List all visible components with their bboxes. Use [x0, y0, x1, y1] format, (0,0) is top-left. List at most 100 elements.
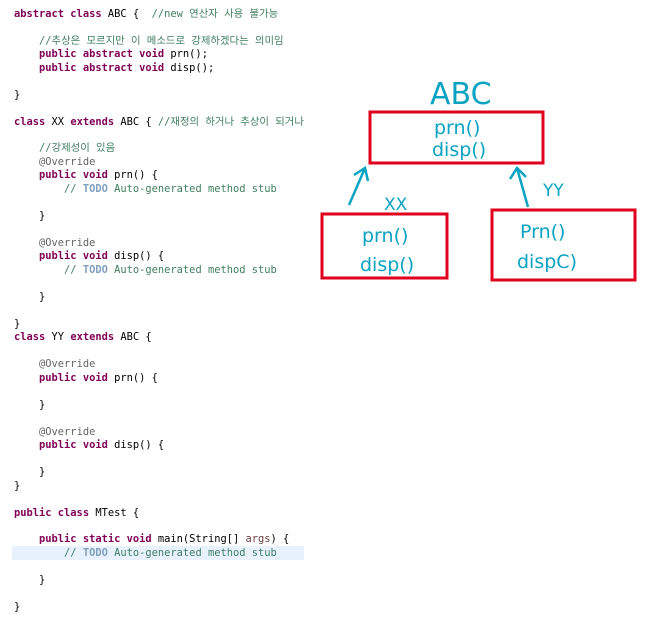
code-token: ABC {	[101, 8, 152, 20]
code-token: main(String[]	[151, 533, 246, 545]
code-line[interactable]: @Override	[14, 236, 95, 250]
code-token: }	[14, 318, 21, 330]
code-token: }	[14, 399, 46, 411]
arrow-xx-to-abc	[347, 167, 367, 206]
child-xx-label: XX	[384, 195, 408, 215]
xx-method-prn: prn()	[362, 225, 408, 247]
code-token: prn() {	[107, 372, 158, 384]
code-token: ) {	[270, 533, 290, 545]
code-token: }	[14, 480, 21, 492]
code-line[interactable]: public void prn() {	[14, 168, 158, 182]
child-yy-label: YY	[542, 181, 564, 201]
code-token: disp();	[164, 62, 215, 74]
code-token: public abstract void	[39, 48, 165, 60]
code-line[interactable]: class XX extends ABC { //재정의 하거나 추상이 되거나	[14, 115, 304, 129]
child-yy-box	[490, 208, 637, 282]
code-token: //추상은 모르지만 이 메소드로 강제하겠다는 의미임	[39, 35, 284, 47]
code-line[interactable]: }	[14, 209, 45, 223]
code-line[interactable]: public void disp() {	[14, 249, 164, 263]
code-line[interactable]: public abstract void prn();	[14, 47, 208, 61]
code-token: public void	[39, 372, 108, 384]
code-line[interactable]: // TODO Auto-generated method stub	[14, 182, 277, 196]
code-token: args	[245, 533, 271, 545]
code-token: YY	[45, 331, 71, 343]
code-token: }	[14, 291, 46, 303]
code-token: extends	[70, 116, 115, 128]
code-token: @Override	[39, 358, 96, 370]
code-token: ABC {	[114, 331, 152, 343]
parent-class-box	[368, 110, 545, 165]
current-line-highlight	[12, 546, 304, 560]
code-token: }	[14, 89, 21, 101]
parent-method-prn: prn()	[434, 117, 480, 139]
code-token: //new 연산자 사용 불가능	[151, 8, 279, 20]
code-token: Auto-generated method stub	[107, 547, 277, 559]
code-line[interactable]: //추상은 모르지만 이 메소드로 강제하겠다는 의미임	[14, 34, 284, 48]
parent-method-disp: disp()	[432, 139, 486, 161]
code-token: ABC {	[114, 116, 158, 128]
code-token: disp() {	[107, 250, 165, 262]
code-token: }	[14, 601, 21, 613]
code-token: XX	[45, 116, 71, 128]
code-token: //재정의 하거나 추상이 되거나	[157, 116, 304, 128]
code-token: }	[14, 466, 46, 478]
code-line[interactable]: public static void main(String[] args) {	[14, 532, 289, 546]
code-line[interactable]: }	[14, 398, 45, 412]
code-token: disp() {	[107, 439, 165, 451]
code-line[interactable]: public void disp() {	[14, 438, 164, 452]
code-token: }	[14, 574, 46, 586]
code-token: abstract class	[14, 8, 102, 20]
arrow-yy-to-abc	[515, 167, 530, 208]
code-token: class	[14, 116, 46, 128]
code-token: @Override	[39, 426, 96, 438]
code-token: prn();	[164, 48, 208, 60]
xx-method-disp: disp()	[360, 254, 414, 276]
code-line[interactable]: }	[14, 317, 20, 331]
code-token: public abstract void	[39, 62, 165, 74]
code-token: class	[14, 331, 46, 343]
code-token: TODO	[82, 547, 108, 559]
code-line[interactable]: class YY extends ABC {	[14, 330, 152, 344]
code-line[interactable]: abstract class ABC { //new 연산자 사용 불가능	[14, 7, 278, 21]
code-line[interactable]: }	[14, 479, 20, 493]
code-line[interactable]: //강제성이 있음	[14, 141, 115, 155]
code-token: public void	[39, 169, 108, 181]
code-line[interactable]: }	[14, 573, 45, 587]
child-xx-box	[320, 212, 449, 280]
code-line[interactable]: }	[14, 290, 45, 304]
code-token: Auto-generated method stub	[107, 183, 277, 195]
arrowhead-xx	[353, 165, 370, 182]
code-line[interactable]: @Override	[14, 357, 95, 371]
arrowhead-yy	[508, 166, 527, 180]
code-token: public class	[14, 507, 90, 519]
code-token: extends	[70, 331, 115, 343]
code-line[interactable]: // TODO Auto-generated method stub	[14, 546, 277, 560]
code-line[interactable]: // TODO Auto-generated method stub	[14, 263, 277, 277]
code-token: }	[14, 210, 46, 222]
code-line[interactable]: }	[14, 465, 45, 479]
code-line[interactable]: public class MTest {	[14, 506, 139, 520]
code-token: //	[64, 547, 83, 559]
code-token: MTest {	[89, 507, 140, 519]
code-line[interactable]: @Override	[14, 425, 95, 439]
code-token: //	[64, 264, 83, 276]
code-token: public static void	[39, 533, 152, 545]
code-line[interactable]: }	[14, 88, 20, 102]
code-token: TODO	[82, 183, 108, 195]
code-line[interactable]: @Override	[14, 155, 95, 169]
code-token: //	[64, 183, 83, 195]
yy-method-prn: Prn()	[520, 221, 565, 243]
code-token: prn() {	[107, 169, 158, 181]
code-token: @Override	[39, 156, 96, 168]
code-line[interactable]: }	[14, 600, 20, 614]
code-line[interactable]: public abstract void disp();	[14, 61, 214, 75]
parent-class-label: ABC	[430, 77, 492, 112]
code-line[interactable]: public void prn() {	[14, 371, 158, 385]
code-token: public void	[39, 439, 108, 451]
code-token: public void	[39, 250, 108, 262]
code-token: //강제성이 있음	[39, 142, 116, 154]
yy-method-disp: dispC)	[517, 251, 577, 273]
code-token: Auto-generated method stub	[107, 264, 277, 276]
